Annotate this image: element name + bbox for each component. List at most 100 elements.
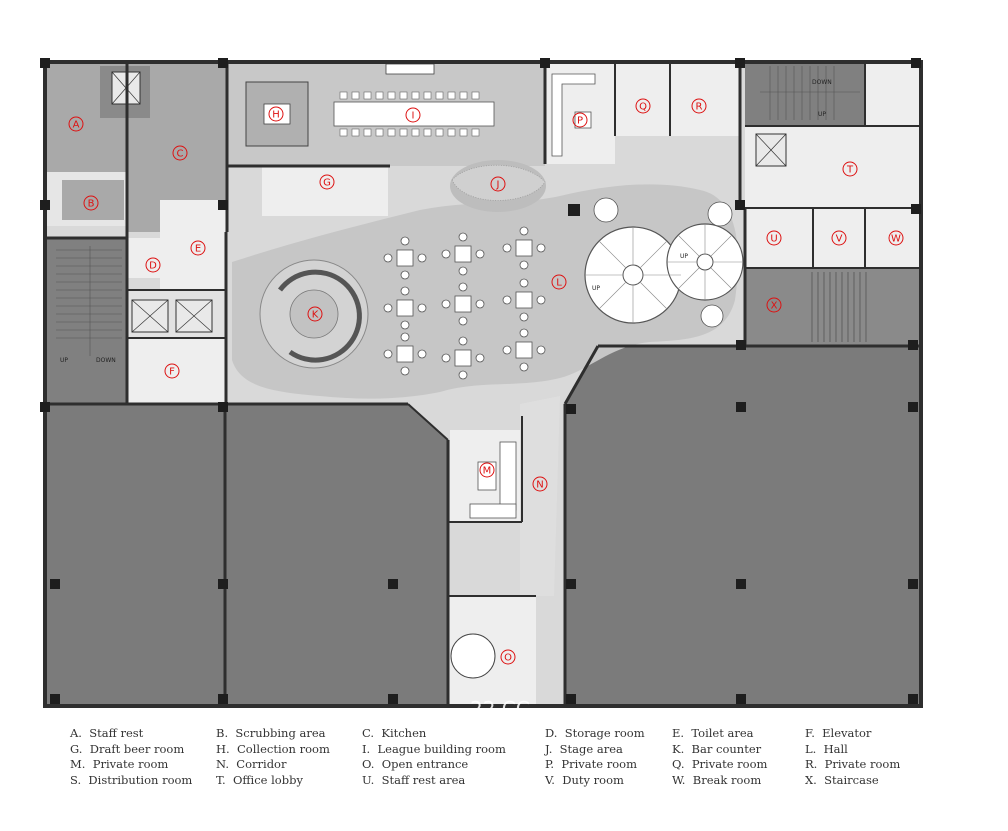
zone-marker-g: G <box>319 174 335 190</box>
private-room-m-sofa <box>499 441 517 511</box>
zone-marker-letter: C <box>177 149 184 160</box>
zone-marker-t: T <box>842 161 858 177</box>
legend-column-4: D. Storage room J. Stage area P. Private… <box>545 726 645 788</box>
room-duty-v <box>813 208 865 268</box>
zone-marker-letter: F <box>169 367 175 378</box>
room-draft-beer <box>262 166 388 216</box>
zone-marker-circle <box>635 98 651 114</box>
zone-marker-circle <box>551 274 567 290</box>
stair-treads-top-right <box>760 66 860 120</box>
zone-marker-o: O <box>500 649 516 665</box>
zone-marker-p: P <box>572 112 588 128</box>
spiral-stair-2-core <box>696 253 714 271</box>
zone-marker-circle <box>479 462 495 478</box>
legend-item: F. Elevator <box>805 726 872 740</box>
zone-marker-letter: J <box>496 180 500 191</box>
zone-marker-circle <box>766 297 782 313</box>
legend-item: M. Private room <box>70 757 169 772</box>
zone-marker-m: M <box>479 462 495 478</box>
zone-marker-circle <box>532 476 548 492</box>
legend-item: H. Collection room <box>216 741 330 756</box>
stair-treads-x <box>811 272 867 342</box>
legend-item: Q. Private room <box>672 757 768 772</box>
zone-marker-j: J <box>490 176 506 192</box>
zone-marker-n: N <box>532 476 548 492</box>
zone-marker-letter: P <box>577 116 583 127</box>
zone-marker-letter: H <box>272 110 280 121</box>
zone-marker-x: X <box>766 297 782 313</box>
area-staircase-x <box>745 268 921 346</box>
zone-marker-letter: N <box>536 480 543 491</box>
stair-label-spiral-1: UP <box>592 285 600 292</box>
legend-item: P. Private room <box>545 757 637 772</box>
legend-item: O. Open entrance <box>362 757 469 772</box>
zone-marker-d: D <box>145 257 161 273</box>
stair-label-left-down: DOWN <box>96 357 116 364</box>
legend-item: K. Bar counter <box>672 741 762 756</box>
area-scrubbing-inner <box>62 180 124 220</box>
shop-block-right <box>565 346 921 706</box>
zone-marker-c: C <box>172 145 188 161</box>
private-room-m-table <box>477 461 497 491</box>
legend-column-1: A. Staff rest G. Draft beer room M. Priv… <box>70 726 192 788</box>
zone-marker-letter: Q <box>639 102 647 113</box>
zone-marker-v: V <box>831 230 847 246</box>
zone-marker-circle <box>83 195 99 211</box>
zone-marker-circle <box>490 176 506 192</box>
room-break-w <box>865 208 921 268</box>
private-room-p-sofa <box>551 73 596 157</box>
legend-column-6: F. Elevator L. Hall R. Private room X. S… <box>805 726 900 788</box>
kitchen-counter-top <box>385 63 435 75</box>
zone-marker-circle <box>691 98 707 114</box>
zone-marker-circle <box>842 161 858 177</box>
legend-item: A. Staff rest <box>70 726 144 740</box>
zone-marker-letter: X <box>771 301 778 312</box>
legend-item: N. Corridor <box>216 757 287 772</box>
zone-marker-w: W <box>888 230 904 246</box>
zone-marker-circle <box>766 230 782 246</box>
area-staircase-left <box>45 238 127 404</box>
zone-marker-circle <box>319 174 335 190</box>
legend-item: R. Private room <box>805 757 901 772</box>
zone-marker-circle <box>268 106 284 122</box>
zone-marker-i: I <box>405 107 421 123</box>
legend-column-2: B. Scrubbing area H. Collection room N. … <box>216 726 330 788</box>
zone-marker-u: U <box>766 230 782 246</box>
zone-marker-circle <box>190 240 206 256</box>
stair-label-left-up: UP <box>60 357 68 364</box>
legend-item: W. Break room <box>672 772 762 787</box>
zone-marker-letter: A <box>73 120 80 131</box>
zone-marker-circle <box>572 112 588 128</box>
zone-marker-k: K <box>307 306 323 322</box>
area-staircase-top-right <box>745 62 865 126</box>
zone-marker-letter: W <box>891 234 901 245</box>
zone-marker-circle <box>172 145 188 161</box>
zone-markers: A B C D E F G H I J K L M N O P Q R T U V W X <box>68 98 904 665</box>
zone-marker-letter: V <box>836 234 843 245</box>
legend-column-3: C. Kitchen I. League building room O. Op… <box>362 726 506 788</box>
zone-marker-letter: B <box>88 199 95 210</box>
zone-marker-letter: I <box>412 111 415 122</box>
zone-marker-b: B <box>83 195 99 211</box>
zone-marker-h: H <box>268 106 284 122</box>
legend-item: C. Kitchen <box>362 726 427 740</box>
legend-item: B. Scrubbing area <box>216 726 326 740</box>
shop-block-center-left <box>225 404 448 706</box>
watermark: 22 CC <box>470 697 530 720</box>
room-staff-rest-u <box>745 208 813 268</box>
zone-marker-l: L <box>551 274 567 290</box>
corridor-n <box>520 396 560 596</box>
stair-label-spiral-2: UP <box>680 253 688 260</box>
zone-marker-circle <box>831 230 847 246</box>
zone-marker-letter: M <box>483 466 492 477</box>
zone-marker-letter: G <box>323 178 331 189</box>
private-room-m-sofa-bottom <box>469 503 517 519</box>
legend-item: J. Stage area <box>545 741 623 756</box>
zone-marker-r: R <box>691 98 707 114</box>
room-private-r <box>670 62 740 136</box>
zone-marker-q: Q <box>635 98 651 114</box>
legend-item: U. Staff rest area <box>362 772 466 787</box>
legend-item: V. Duty room <box>545 772 624 787</box>
zone-marker-e: E <box>190 240 206 256</box>
zone-marker-a: A <box>68 116 84 132</box>
